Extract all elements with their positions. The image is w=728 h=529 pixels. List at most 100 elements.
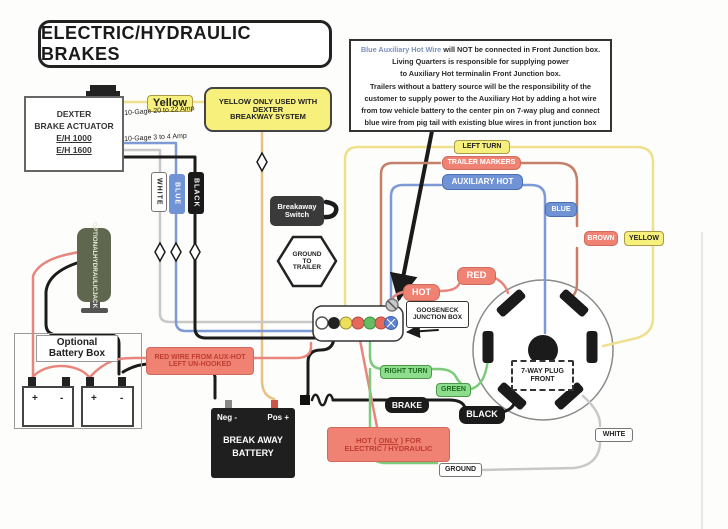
- breakaway-switch-line-1: Breakaway: [277, 202, 317, 212]
- info-line-4: Trailers without a battery source will b…: [370, 81, 591, 91]
- junction-terminal-red: [351, 316, 365, 330]
- gooseneck-label-arrow: [406, 324, 439, 339]
- gooseneck-junction-box-label: GOOSENECK JUNCTION BOX: [406, 301, 469, 328]
- actuator-model-1: E/H 1000: [56, 133, 92, 143]
- info-line-1-blue: Blue Auxiliary Hot Wire: [360, 45, 442, 54]
- battery-2-plus: +: [91, 393, 97, 404]
- battery-posts: [28, 377, 126, 387]
- battery-2-minus: -: [120, 393, 124, 404]
- junction-terminal-blue-slots: [386, 318, 396, 328]
- auxiliary-hot-tag: AUXILIARY HOT: [442, 174, 523, 190]
- hot-only-line-1b: ONLY: [378, 435, 399, 445]
- yellow-note-line-3: BREAKWAY SYSTEM: [230, 112, 306, 122]
- breakaway-battery: Neg - Pos + BREAK AWAY BATTERY: [211, 408, 295, 478]
- info-note-arrow: [389, 129, 434, 302]
- ground-hex-line-2: TO: [302, 257, 312, 265]
- wire-connector-block: [300, 395, 310, 405]
- jack-line-2: HYDRAULIC: [91, 254, 98, 292]
- jack-stand-base: [81, 308, 108, 313]
- junction-terminal-green: [363, 316, 377, 330]
- breakaway-battery-line-2: BATTERY: [232, 448, 274, 458]
- battery-box-outline: [14, 333, 142, 429]
- junction-terminal-yellow: [339, 316, 353, 330]
- breakaway-battery-neg-post: [225, 400, 232, 410]
- plug-center-pin: [528, 335, 558, 365]
- inline-connectors: [154, 151, 268, 263]
- blue-tag: BLUE: [545, 202, 577, 217]
- red-jack-wire: [31, 250, 82, 380]
- yellow-note-line-2: DEXTER: [252, 104, 284, 114]
- plug-pins: [482, 289, 598, 410]
- breakaway-switch: Breakaway Switch: [270, 196, 324, 226]
- blue-wire-actuator: [122, 141, 320, 333]
- black-wire-actuator: [122, 155, 322, 340]
- junction-terminal-white: [315, 316, 329, 330]
- info-line-1: Blue Auxiliary Hot Wire will NOT be conn…: [351, 44, 610, 56]
- ground-to-trailer-label: GROUND TO TRAILER: [282, 247, 332, 277]
- yellow-note-line-1: YELLOW ONLY USED WITH: [218, 96, 318, 106]
- info-line-3: to Auxiliary Hot terminalin Front Juncti…: [400, 69, 561, 79]
- yellow-wire-left-turn: [343, 145, 655, 348]
- gooseneck-label-line-2: JUNCTION BOX: [412, 313, 463, 321]
- gooseneck-label-line-1: GOOSENECK: [416, 306, 459, 314]
- white-tag: WHITE: [595, 428, 633, 442]
- battery-box-title-1: Optional: [56, 337, 98, 348]
- red-wire-note-line-1: RED WIRE FROM AUX-HOT: [154, 353, 246, 361]
- jack-stand-post: [90, 298, 100, 309]
- plug-label-line-2: FRONT: [530, 375, 555, 383]
- white-wire: [122, 148, 318, 324]
- white-ground-wire: [480, 394, 602, 472]
- screw-connector-slot: [387, 300, 397, 310]
- optional-hydraulic-jack: OPTIONAL HYDRAULIC JACK: [77, 222, 111, 308]
- battery-1-minus: -: [60, 393, 64, 404]
- plug-label-line-1: 7-WAY PLUG: [521, 368, 564, 376]
- battery-box-title-2: Battery Box: [48, 347, 106, 359]
- info-line-7: blue wire from pig tail with existing bl…: [364, 118, 597, 128]
- info-note-box: Blue Auxiliary Hot Wire will NOT be conn…: [349, 39, 612, 132]
- ground-hex-line-3: TRAILER: [292, 264, 322, 272]
- actuator-line-1: DEXTER: [56, 109, 92, 119]
- red-aux-hot-wire: [89, 341, 313, 378]
- hot-only-line-1: HOT ( ONLY ) FOR: [356, 435, 421, 445]
- actuator-model-2: E/H 1600: [56, 145, 92, 155]
- yellow-wire-tag: Yellow: [147, 95, 193, 112]
- black-tag: BLACK: [459, 406, 505, 424]
- info-line-6: from tow vehicle battery to the center p…: [361, 106, 600, 116]
- left-turn-tag: LEFT TURN: [454, 140, 510, 154]
- battery-1: + -: [22, 386, 74, 427]
- red-hot-only-wire: [356, 328, 379, 429]
- breakaway-battery-line-1: BREAK AWAY: [223, 435, 283, 445]
- info-line-1-rest: will NOT be connected in Front Junction …: [441, 45, 601, 54]
- yellow-tag-right: YELLOW: [624, 231, 664, 246]
- hot-only-line-2: ELECTRIC / HYDRAULIC: [344, 443, 433, 453]
- blue-wire-aux-hot-right: [521, 183, 547, 335]
- junction-terminal-black: [328, 317, 340, 329]
- white-wire-vertical-tag: WHITE: [151, 172, 167, 212]
- ground-to-trailer-hexagon: [276, 235, 338, 288]
- breakaway-battery-pos-post: [271, 400, 278, 410]
- inline-fuse-symbol: [310, 393, 335, 407]
- red-wire-note-line-2: LEFT UN-HOOKED: [168, 361, 232, 368]
- actuator-line-2: BRAKE ACTUATOR: [34, 121, 114, 131]
- battery-1-plus: +: [32, 393, 38, 404]
- breakaway-battery-pos: Pos +: [267, 413, 289, 422]
- hot-tag: HOT: [403, 284, 440, 301]
- breakaway-battery-neg: Neg -: [217, 413, 237, 422]
- brake-actuator-box: DEXTER BRAKE ACTUATOR E/H 1000 E/H 1600: [24, 96, 124, 172]
- page-title: ELECTRIC/HYDRAULIC BRAKES: [41, 23, 251, 64]
- seven-way-plug-label: 7-WAY PLUG FRONT: [511, 360, 574, 391]
- brake-tag: BRAKE: [385, 397, 429, 413]
- green-tag: GREEN: [436, 383, 471, 397]
- breakaway-switch-pin: [320, 199, 339, 220]
- breakaway-switch-line-2: Switch: [284, 210, 310, 219]
- jack-line-3: JACK: [91, 291, 98, 309]
- ground-tag: GROUND: [439, 463, 482, 477]
- battery-2: + -: [81, 386, 134, 427]
- red-battery-jumper: [30, 364, 92, 380]
- info-line-5: customer to supply power to the Auxiliar…: [364, 93, 597, 103]
- red-tag: RED: [457, 267, 496, 285]
- blue-wire-aux-hot-left: [389, 183, 443, 301]
- jack-line-1: OPTIONAL: [91, 221, 98, 255]
